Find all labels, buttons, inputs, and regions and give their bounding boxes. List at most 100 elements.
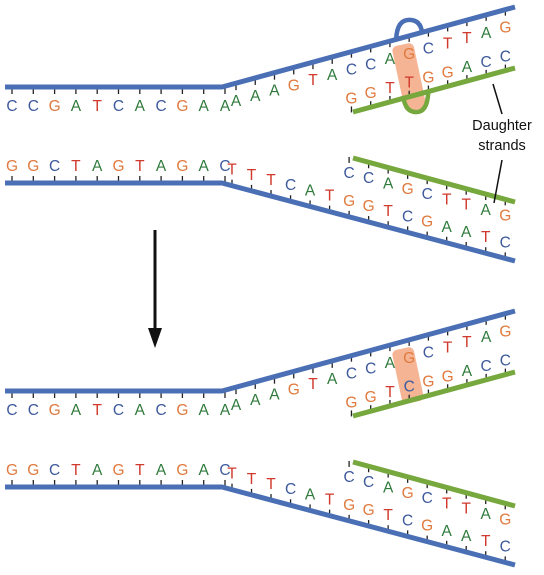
template-bottom-base: A [156,158,167,175]
template-bottom-base: G [421,518,433,535]
template-bottom-base: T [227,466,237,483]
daughter-bottom-base: C [422,490,433,507]
template-bottom-base: T [247,167,257,184]
template-bottom-base: T [227,162,237,179]
annotation-label-line2: strands [478,138,526,154]
template-top-base: A [220,98,231,115]
process-arrow [148,230,162,348]
template-top-base: A [269,387,280,404]
template-bottom-base: T [481,533,491,550]
template-top-base: G [288,381,300,398]
daughter-top-base: G [365,389,377,406]
template-strand-bottom [5,484,516,568]
template-bottom-base: C [49,158,60,175]
template-bottom-base: C [500,234,511,251]
template-top-base: T [462,30,472,47]
template-top-base: G [288,77,300,94]
template-bottom-base: A [92,158,103,175]
template-top-base: A [135,402,146,419]
template-bottom-base: C [49,462,60,479]
daughter-top-base: C [500,353,511,370]
template-bottom-base: T [325,188,335,205]
template-top-base: C [28,402,39,419]
template-top-base: T [443,35,453,52]
template-top-base: C [155,402,166,419]
template-top-base: C [365,360,376,377]
template-bottom-base: G [343,193,355,210]
template-top-base: C [365,56,376,73]
template-top-base: G [176,98,188,115]
template-bottom-base: A [305,486,316,503]
daughter-top-base: C [481,54,492,71]
mismatch-highlight [392,347,424,404]
template-top-base: T [92,98,102,115]
daughter-top-base: A [462,59,473,76]
template-top-base: C [346,62,357,79]
template-top-base: A [250,88,261,105]
daughter-bottom-base: T [442,191,452,208]
daughter-bottom-base: T [442,495,452,512]
daughter-bottom-base: G [402,181,414,198]
template-top-base: C [113,98,124,115]
template-strand-top [5,308,516,394]
daughter-top-base: G [422,70,434,87]
daughter-top-base: G [365,85,377,102]
daughter-bottom-base: A [383,176,394,193]
template-bottom-base: C [285,481,296,498]
daughter-top-base: G [422,374,434,391]
template-bottom-base: G [343,497,355,514]
template-bottom-base: A [461,224,472,241]
template-bottom-base: A [199,158,210,175]
template-bottom-base: C [219,462,230,479]
daughter-top-base: G [345,90,357,107]
daughter-top-base: G [345,394,357,411]
template-top-base: C [423,345,434,362]
template-strand-bottom [5,180,516,264]
template-top-base: A [327,371,338,388]
daughter-bottom-base: A [481,202,492,219]
template-bottom-base: G [363,198,375,215]
daughter-strand-bottom [352,155,516,205]
template-bottom-base: A [461,528,472,545]
daughter-top-base: G [442,64,454,81]
template-bottom-base: G [176,462,188,479]
template-bottom-base: T [71,462,81,479]
template-top-base: A [385,355,396,372]
daughter-top-base: T [404,75,414,92]
template-top-base: C [28,98,39,115]
template-top-base: A [199,402,210,419]
template-top-base: C [6,402,17,419]
daughter-top-base: C [500,49,511,66]
template-bottom-base: A [305,182,316,199]
daughter-top-base: C [481,358,492,375]
template-top-base: C [6,98,17,115]
template-top-base: C [423,41,434,58]
template-bottom-base: G [27,462,39,479]
daughter-bottom-base: T [461,197,471,214]
template-bottom-base: G [6,462,18,479]
template-top-base: T [308,72,318,89]
template-top-base: A [220,402,231,419]
daughter-strand-bottom [352,459,516,509]
template-bottom-base: C [402,512,413,529]
template-bottom-base: T [383,203,393,220]
daughter-bottom-base: C [344,165,355,182]
daughter-bottom-base: T [461,501,471,518]
template-bottom-base: A [92,462,103,479]
template-bottom-base: G [27,158,39,175]
template-top-base: G [403,46,415,63]
template-bottom-base: A [156,462,167,479]
template-top-base: C [113,402,124,419]
template-mismatch-loop [393,17,425,40]
template-top-base: A [269,83,280,100]
annotation-pointer-bottom [493,159,503,204]
template-bottom-base: C [219,158,230,175]
template-bottom-base: C [402,208,413,225]
template-top-base: G [499,20,511,37]
daughter-top-base: T [385,384,395,401]
template-top-base: T [92,402,102,419]
daughter-bottom-base: G [499,511,511,528]
template-bottom-base: T [481,229,491,246]
